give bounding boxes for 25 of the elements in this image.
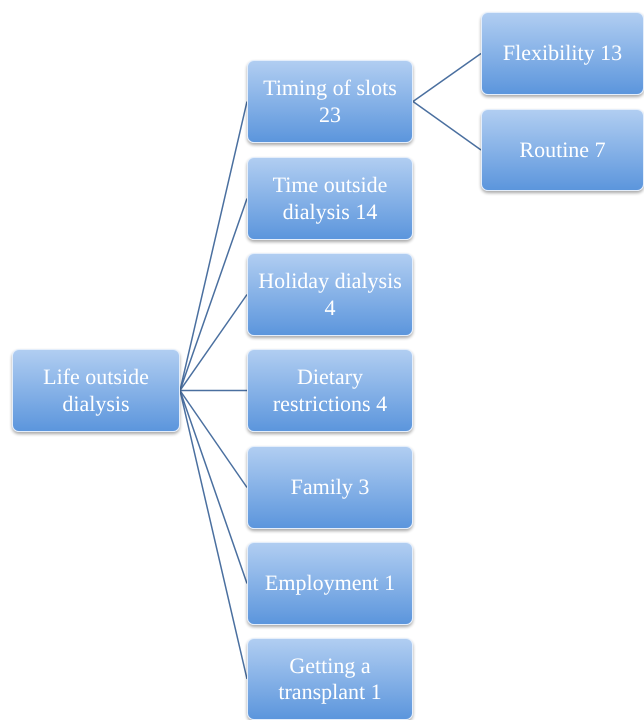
box-label: Time outside dialysis 14 xyxy=(272,172,388,225)
topic-box xyxy=(247,542,413,625)
connector-line xyxy=(180,390,247,392)
topic-box xyxy=(247,157,413,240)
topic-box xyxy=(247,349,413,432)
topic-box xyxy=(247,638,413,720)
box-label: Employment 1 xyxy=(264,570,396,597)
box-label: Dietary restrictions 4 xyxy=(272,364,388,417)
connector-line xyxy=(179,390,248,488)
connector-line xyxy=(412,52,482,102)
connector-line xyxy=(179,294,248,391)
box-label: Routine 7 xyxy=(519,136,606,164)
box-label: Getting a transplant 1 xyxy=(277,652,383,706)
topic-box xyxy=(481,12,644,95)
topic-box xyxy=(12,349,180,432)
box-label: Family 3 xyxy=(290,474,370,501)
topic-box xyxy=(247,446,413,529)
topic-box xyxy=(247,253,413,336)
box-label: Life outside dialysis xyxy=(42,364,150,417)
box-label: Holiday dialysis 4 xyxy=(257,268,403,321)
box-label: Flexibility 13 xyxy=(502,40,622,67)
connector-line xyxy=(412,100,482,151)
box-label: Timing of slots 23 xyxy=(262,75,398,128)
topic-box xyxy=(481,109,644,191)
topic-box xyxy=(247,60,413,143)
